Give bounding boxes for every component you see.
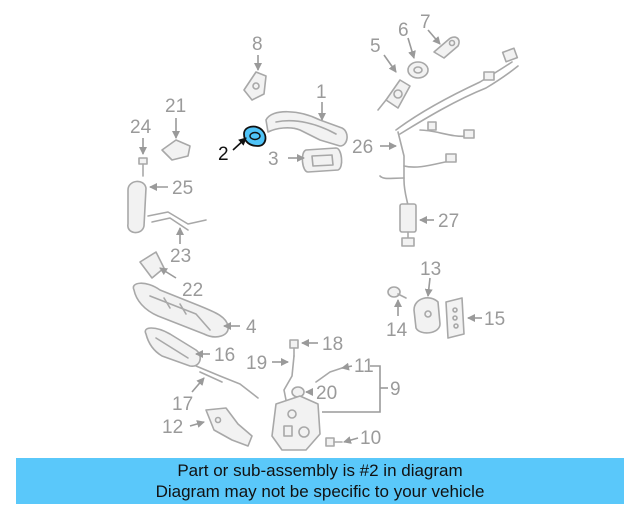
parts-diagram: 8 1 2 3 5 6 7 [127, 12, 519, 451]
part-21-lock-knob: 21 [161, 96, 191, 161]
banner-line-1: Part or sub-assembly is #2 in diagram [177, 461, 463, 480]
callout-7: 7 [420, 12, 431, 33]
part-12-bracket: 12 [162, 407, 253, 447]
part-22-lever [139, 251, 177, 279]
callout-11: 11 [354, 356, 374, 377]
part-20-clip: 20 [291, 383, 337, 404]
callout-15: 15 [484, 309, 505, 330]
part-7-key: 7 [420, 12, 460, 59]
callout-22: 22 [182, 280, 203, 301]
part-3-handle-bezel: 3 [268, 147, 343, 173]
part-10-screw: 10 [325, 428, 381, 449]
callout-18: 18 [322, 334, 343, 355]
banner-line-2: Diagram may not be specific to your vehi… [155, 482, 485, 501]
callout-3: 3 [268, 149, 279, 170]
part-26-wiring-harness: 26 [352, 47, 519, 213]
callout-19: 19 [246, 353, 267, 374]
part-5-lock-cylinder: 5 [370, 36, 411, 111]
part-8-bracket: 8 [243, 34, 267, 101]
callout-5: 5 [370, 36, 381, 57]
part-19-rod: 19 [246, 353, 295, 401]
part-25-inside-handle: 25 [127, 178, 193, 234]
callout-12: 12 [162, 417, 183, 438]
part-1-outside-handle: 1 [265, 82, 348, 147]
callout-16: 16 [214, 345, 235, 366]
part-27-actuator: 27 [399, 203, 459, 247]
callout-20: 20 [316, 383, 337, 404]
part-15-shim: 15 [445, 297, 505, 339]
part-13-striker: 13 [413, 259, 441, 334]
highlight-shape [243, 125, 267, 147]
callout-2: 2 [218, 144, 229, 165]
callout-1: 1 [316, 82, 327, 103]
part-4-inner-handle-housing: 22 4 [132, 280, 257, 338]
callout-14: 14 [386, 320, 408, 341]
info-banner: Part or sub-assembly is #2 in diagram Di… [16, 458, 624, 504]
part-17-rod: 17 [172, 365, 259, 415]
callout-6: 6 [398, 20, 409, 41]
part-11-link-rod: 11 [315, 356, 374, 383]
callout-13: 13 [420, 259, 441, 280]
callout-9: 9 [390, 379, 401, 400]
callout-8: 8 [252, 34, 263, 55]
part-14-screw: 14 [386, 286, 408, 341]
callout-10: 10 [360, 428, 381, 449]
part-9-latch-assembly: 9 [271, 365, 401, 451]
callout-4: 4 [246, 317, 257, 338]
part-23-linkage: 23 [147, 211, 207, 267]
callout-23: 23 [170, 246, 191, 267]
part-18-bolt: 18 [289, 334, 343, 357]
part-24-screw: 24 [130, 117, 152, 177]
callout-24: 24 [130, 117, 152, 138]
callout-25: 25 [172, 178, 193, 199]
callout-26: 26 [352, 137, 373, 158]
callout-17: 17 [172, 394, 193, 415]
part-6-cylinder-cap: 6 [398, 20, 429, 79]
callout-27: 27 [438, 211, 459, 232]
part-16-trim: 16 [144, 327, 235, 367]
part-2-highlighted-gasket: 2 [218, 125, 267, 165]
callout-21: 21 [165, 96, 186, 117]
